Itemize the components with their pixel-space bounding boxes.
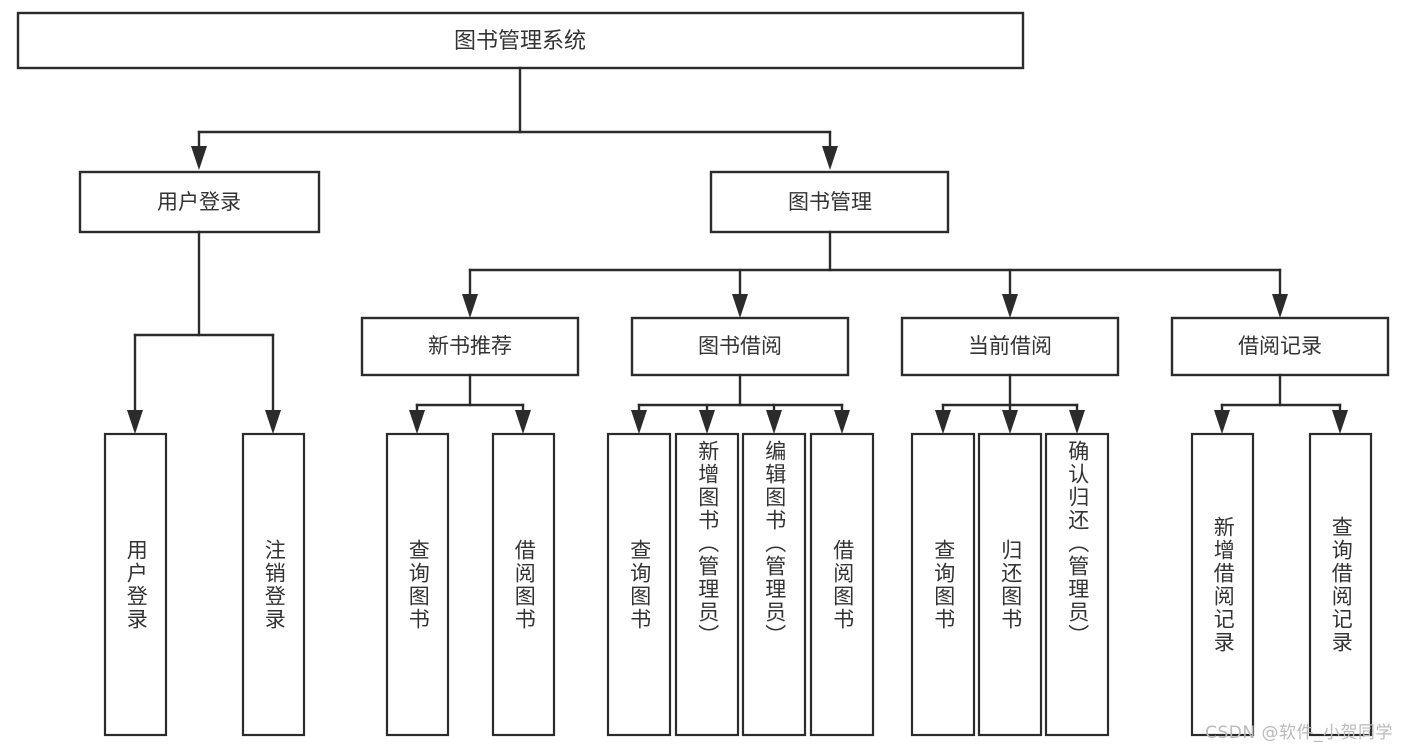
- user-login-label: 用户登录: [157, 190, 241, 214]
- root-label: 图书管理系统: [454, 29, 586, 54]
- book-borrow-box[interactable]: [630, 316, 850, 377]
- connector-root-to-level2: [191, 66, 838, 170]
- arrow-to-new-book-rec-icon: [462, 294, 478, 318]
- leaf-box-add-book[interactable]: [674, 432, 740, 737]
- arrow-to-borrow-record-icon: [1272, 294, 1288, 318]
- new-book-rec-box[interactable]: [360, 316, 580, 377]
- borrow-record-box[interactable]: [1170, 316, 1390, 377]
- leaf-box-borrow-book-2[interactable]: [809, 432, 875, 737]
- arrow-to-book-borrow-icon: [732, 294, 748, 318]
- leaf-box-query-record[interactable]: [1308, 432, 1373, 737]
- arrow-borrow-record-leaf2-icon: [1332, 410, 1348, 434]
- arrow-user-login-leaf2-icon: [265, 410, 281, 434]
- node-book-manage[interactable]: 图书管理: [709, 170, 950, 234]
- node-new-book-rec[interactable]: 新书推荐: [360, 316, 580, 377]
- arrow-borrow-record-leaf1-icon: [1214, 410, 1230, 434]
- arrow-current-borrow-leaf1-icon: [935, 410, 951, 434]
- csdn-watermark: CSDN @软件_小贺同学: [1205, 723, 1393, 743]
- borrow-record-label: 借阅记录: [1238, 334, 1322, 358]
- arrow-to-user-login-icon: [191, 146, 207, 170]
- book-manage-box[interactable]: [709, 170, 950, 234]
- current-borrow-label: 当前借阅: [968, 334, 1052, 358]
- node-borrow-record[interactable]: 借阅记录: [1170, 316, 1390, 377]
- connector-book-borrow-to-leaves: [631, 373, 850, 434]
- node-book-borrow[interactable]: 图书借阅: [630, 316, 850, 377]
- book-manage-label: 图书管理: [788, 190, 872, 214]
- connector-user-login-to-leaves: [127, 230, 281, 434]
- book-borrow-label: 图书借阅: [698, 334, 782, 358]
- arrow-new-book-rec-leaf1-icon: [409, 410, 425, 434]
- leaf-box-edit-book[interactable]: [741, 432, 807, 737]
- arrow-user-login-leaf1-icon: [127, 410, 143, 434]
- node-user-login[interactable]: 用户登录: [78, 170, 321, 234]
- connector-book-manage-to-level3: [462, 230, 1288, 318]
- arrow-to-current-borrow-icon: [1002, 294, 1018, 318]
- leaf-box-add-record[interactable]: [1190, 432, 1255, 737]
- arrow-book-borrow-leaf2-icon: [699, 410, 715, 434]
- arrow-current-borrow-leaf2-icon: [1002, 410, 1018, 434]
- connector-current-borrow-to-leaves: [935, 373, 1085, 434]
- arrow-book-borrow-leaf3-icon: [766, 410, 782, 434]
- leaf-box-query-book-1[interactable]: [385, 432, 450, 737]
- leaf-box-borrow-book-1[interactable]: [491, 432, 556, 737]
- arrow-book-borrow-leaf1-icon: [631, 410, 647, 434]
- new-book-rec-label: 新书推荐: [428, 334, 512, 358]
- leaf-box-confirm-return[interactable]: [1044, 432, 1110, 737]
- node-current-borrow[interactable]: 当前借阅: [900, 316, 1120, 377]
- current-borrow-box[interactable]: [900, 316, 1120, 377]
- connector-borrow-record-to-leaves: [1214, 373, 1348, 434]
- arrow-to-book-manage-icon: [822, 146, 838, 170]
- arrow-book-borrow-leaf4-icon: [834, 410, 850, 434]
- node-root[interactable]: 图书管理系统: [16, 11, 1025, 70]
- arrow-new-book-rec-leaf2-icon: [515, 410, 531, 434]
- leaf-box-query-book-2[interactable]: [606, 432, 672, 737]
- leaf-box-user-logout[interactable]: [241, 432, 306, 737]
- leaf-box-user-login[interactable]: [103, 432, 168, 737]
- leaf-box-return-book[interactable]: [977, 432, 1043, 737]
- root-box[interactable]: [16, 11, 1025, 70]
- connector-new-book-rec-to-leaves: [409, 373, 531, 434]
- leaf-box-query-book-3[interactable]: [910, 432, 976, 737]
- arrow-current-borrow-leaf3-icon: [1069, 410, 1085, 434]
